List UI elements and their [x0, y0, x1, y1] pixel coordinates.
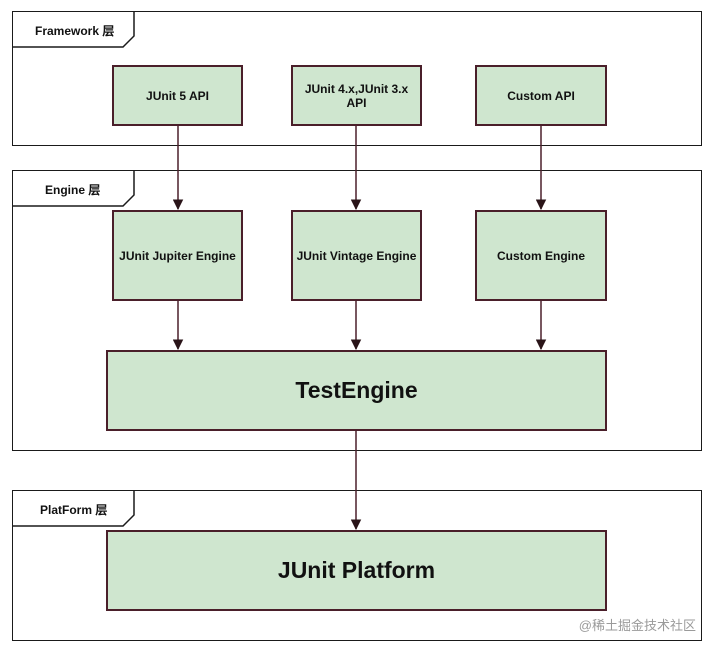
custom-engine-box: Custom Engine: [475, 210, 607, 301]
tab-shape: [13, 12, 135, 48]
tab-shape: [13, 171, 135, 207]
framework-layer-label: Framework 层: [35, 24, 115, 38]
junit-vintage-engine-box: JUnit Vintage Engine: [291, 210, 422, 301]
watermark: @稀土掘金技术社区: [578, 618, 696, 633]
platform-layer-label: PlatForm 层: [40, 503, 108, 517]
tab-shape: [13, 491, 135, 527]
test-engine-box: TestEngine: [106, 350, 607, 431]
junit-jupiter-engine-box: JUnit Jupiter Engine: [112, 210, 243, 301]
custom-api-box: Custom API: [475, 65, 607, 126]
junit4-junit3-api-box: JUnit 4.x,JUnit 3.x API: [291, 65, 422, 126]
engine-layer-label: Engine 层: [45, 183, 101, 197]
junit-platform-box: JUnit Platform: [106, 530, 607, 611]
junit5-api-box: JUnit 5 API: [112, 65, 243, 126]
